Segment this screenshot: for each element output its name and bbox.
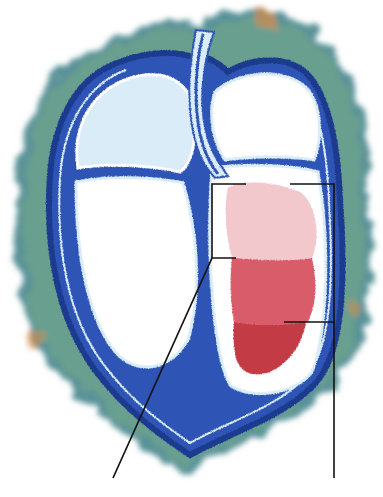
upper-right-chamber bbox=[212, 74, 320, 160]
mid-red-fill bbox=[231, 258, 316, 325]
